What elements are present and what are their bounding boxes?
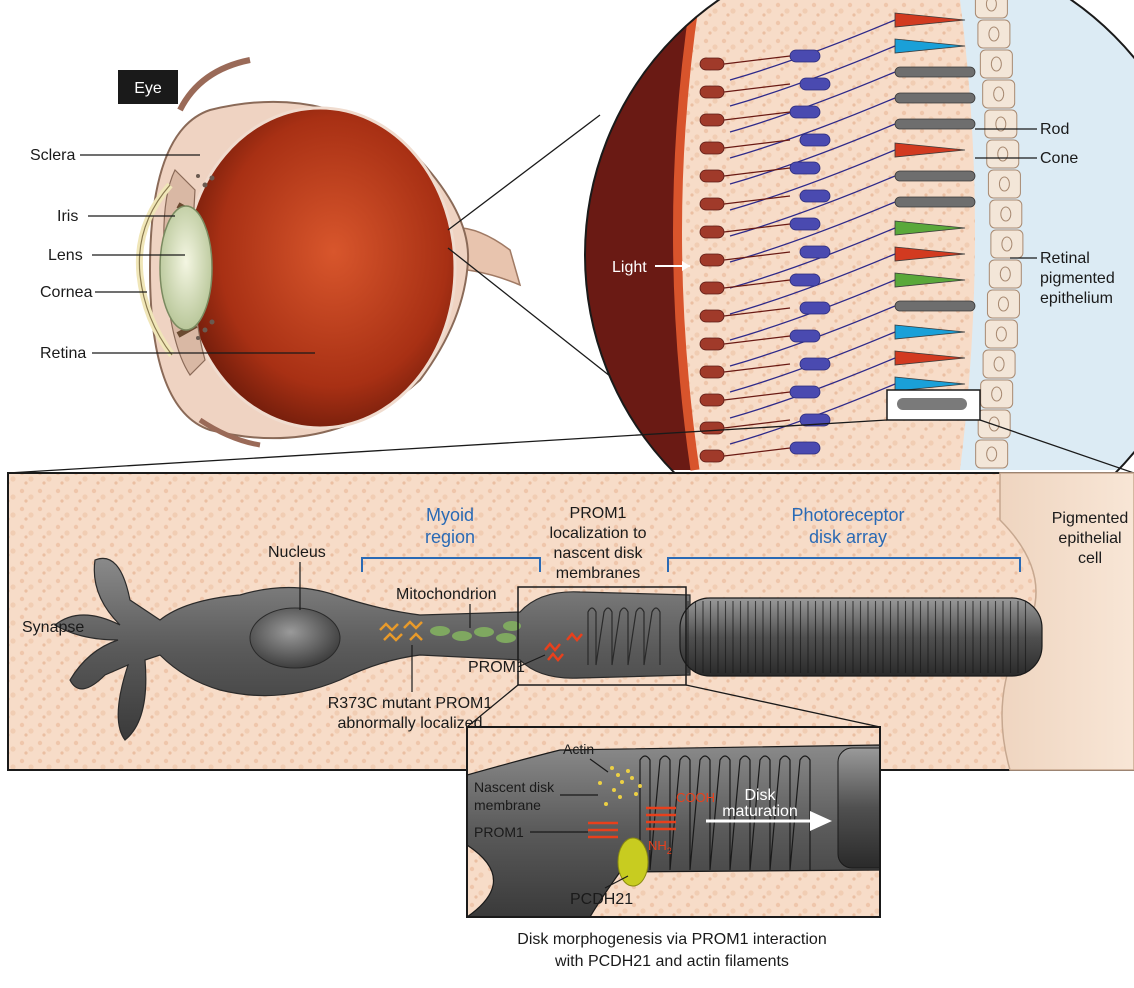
ganglion-cell xyxy=(700,422,724,434)
bipolar-cell xyxy=(790,330,820,342)
detail-panel: Actin Nascent disk membrane PROM1 COOH N… xyxy=(467,727,898,917)
rpe-cell xyxy=(988,170,1020,198)
label-disk-array-2: disk array xyxy=(809,527,887,547)
label-rpe-2: pigmented xyxy=(1040,270,1115,287)
label-nucleus: Nucleus xyxy=(268,544,326,561)
label-pigmented-3: cell xyxy=(1078,550,1102,567)
ganglion-cell xyxy=(700,58,724,70)
bipolar-cell xyxy=(800,78,830,90)
label-rpe-3: epithelium xyxy=(1040,290,1113,307)
label-cornea: Cornea xyxy=(40,284,93,301)
rpe-cell xyxy=(983,350,1015,378)
rod-segment xyxy=(895,119,975,129)
bipolar-cell xyxy=(790,274,820,286)
label-synapse: Synapse xyxy=(22,619,84,636)
label-cone: Cone xyxy=(1040,150,1078,167)
bipolar-cell xyxy=(790,106,820,118)
ganglion-cell xyxy=(700,450,724,462)
label-mutant-1: R373C mutant PROM1 xyxy=(328,695,493,712)
ganglion-cell xyxy=(700,282,724,294)
label-rpe-1: Retinal xyxy=(1040,250,1090,267)
bipolar-cell xyxy=(790,442,820,454)
label-nascent-1: Nascent disk xyxy=(474,779,555,795)
rpe-cell xyxy=(985,320,1017,348)
bipolar-cell xyxy=(790,50,820,62)
ganglion-cell xyxy=(700,310,724,322)
rpe-cell xyxy=(975,0,1007,18)
rpe-cell xyxy=(983,80,1015,108)
rod-segment xyxy=(895,197,975,207)
ganglion-cell xyxy=(700,114,724,126)
label-pcdh21: PCDH21 xyxy=(570,891,633,908)
rpe-cell xyxy=(987,290,1019,318)
ganglion-cell xyxy=(700,198,724,210)
label-prom1-loc-3: nascent disk xyxy=(554,545,644,562)
ganglion-cell xyxy=(700,366,724,378)
bipolar-cell xyxy=(790,218,820,230)
rpe-cell xyxy=(991,230,1023,258)
ganglion-cell xyxy=(700,170,724,182)
label-pigmented-1: Pigmented xyxy=(1052,510,1129,527)
bipolar-cell xyxy=(790,162,820,174)
rod-segment xyxy=(895,93,975,103)
ganglion-cell xyxy=(700,338,724,350)
label-disk-maturation-1: Disk xyxy=(744,787,776,804)
photoreceptor-panel: Synapse Nucleus Myoid region Mitochondri… xyxy=(8,473,1134,770)
label-rod: Rod xyxy=(1040,121,1069,138)
label-mitochondrion: Mitochondrion xyxy=(396,586,497,603)
rpe-cell xyxy=(987,140,1019,168)
label-detail-prom1: PROM1 xyxy=(474,824,524,840)
bipolar-cell xyxy=(800,246,830,258)
label-retina: Retina xyxy=(40,345,86,362)
eye-title: Eye xyxy=(134,80,162,97)
ganglion-cell xyxy=(700,394,724,406)
label-mutant-2: abnormally localized xyxy=(338,715,483,732)
bipolar-cell xyxy=(800,302,830,314)
rpe-cell xyxy=(990,200,1022,228)
label-disk-array-1: Photoreceptor xyxy=(791,505,904,525)
bipolar-cell xyxy=(790,386,820,398)
caption-line-2: with PCDH21 and actin filaments xyxy=(554,953,789,970)
eye-diagram: Eye Sclera Iris Lens Cornea Retina xyxy=(30,60,520,445)
label-prom1: PROM1 xyxy=(468,659,525,676)
rpe-cell xyxy=(981,380,1013,408)
label-sclera: Sclera xyxy=(30,147,75,164)
rpe-cell xyxy=(978,20,1010,48)
bipolar-cell xyxy=(800,190,830,202)
ganglion-cell xyxy=(700,142,724,154)
caption-line-1: Disk morphogenesis via PROM1 interaction xyxy=(517,931,826,948)
rod-segment xyxy=(895,171,975,181)
ganglion-cell xyxy=(700,226,724,238)
ganglion-cell xyxy=(700,254,724,266)
label-prom1-loc-1: PROM1 xyxy=(570,505,627,522)
nucleus xyxy=(250,608,340,668)
label-pigmented-2: epithelial xyxy=(1058,530,1121,547)
label-nascent-2: membrane xyxy=(474,797,541,813)
rpe-cell xyxy=(978,410,1010,438)
label-cooh: COOH xyxy=(676,790,715,805)
bipolar-cell xyxy=(800,358,830,370)
rpe-cell xyxy=(976,440,1008,468)
label-actin: Actin xyxy=(563,741,594,757)
lens-shape xyxy=(160,206,212,330)
label-disk-maturation-2: maturation xyxy=(722,803,798,820)
ganglion-cell xyxy=(700,86,724,98)
rpe-cell xyxy=(989,260,1021,288)
rpe-cell xyxy=(985,110,1017,138)
rod-segment xyxy=(895,67,975,77)
bipolar-cell xyxy=(800,134,830,146)
label-lens: Lens xyxy=(48,247,83,264)
rod-segment xyxy=(895,301,975,311)
label-light: Light xyxy=(612,259,647,276)
label-prom1-loc-2: localization to xyxy=(550,525,647,542)
label-myoid-2: region xyxy=(425,527,475,547)
label-iris: Iris xyxy=(57,208,78,225)
label-prom1-loc-4: membranes xyxy=(556,565,640,582)
rpe-cell xyxy=(980,50,1012,78)
label-myoid-1: Myoid xyxy=(426,505,474,525)
